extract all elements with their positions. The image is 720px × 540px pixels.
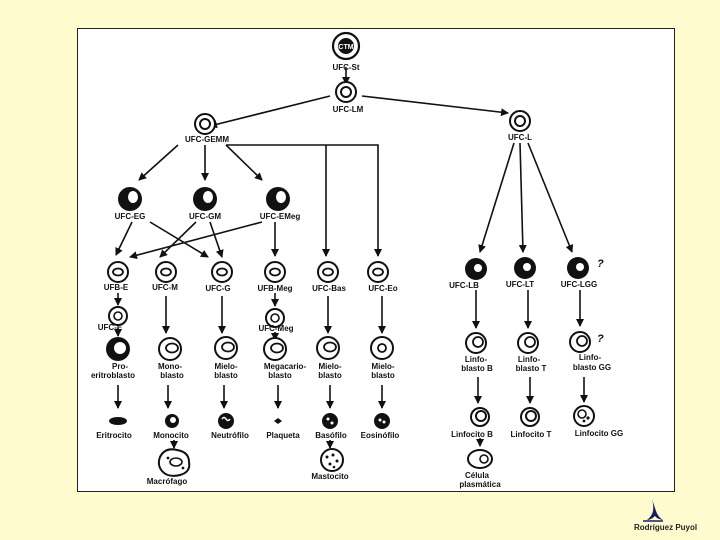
label-mieloblasto-3b: blasto xyxy=(371,371,395,380)
cell-ufc-bas xyxy=(317,261,339,283)
label-celula-plasmatica-2: plasmática xyxy=(459,480,501,489)
label-macrofago: Macrófago xyxy=(147,477,188,486)
label-ufb-e: UFB-E xyxy=(104,283,129,292)
label-plaqueta: Plaqueta xyxy=(266,431,300,440)
label-mieloblasto-2b: blasto xyxy=(318,371,342,380)
label-celula-plasmatica-1: Célula xyxy=(465,471,490,480)
label-linfoblasto-t-1: Linfo- xyxy=(518,355,541,364)
cell-monoblasto xyxy=(158,337,182,361)
label-mastocito: Mastocito xyxy=(311,472,348,481)
cell-mieloblasto-3 xyxy=(370,336,394,360)
label-ufc-g: UFC-G xyxy=(205,284,230,293)
cell-ufb-meg xyxy=(264,261,286,283)
label-linfoblasto-t-2: blasto T xyxy=(516,364,547,373)
label-neutrofilo: Neutrófilo xyxy=(211,431,249,440)
cell-ufc-eo xyxy=(367,261,389,283)
label-ufc-eg: UFC-EG xyxy=(115,212,146,221)
cell-mieloblasto-2 xyxy=(316,336,340,360)
cell-linfocito-t xyxy=(520,407,540,427)
label-linfoblasto-gg-1: Linfo- xyxy=(579,353,602,362)
label-mieloblasto-2a: Mielo- xyxy=(318,362,341,371)
question-mark-linfoblasto-gg: ? xyxy=(597,333,604,345)
cell-eosinofilo xyxy=(374,413,390,429)
label-ufc-lt: UFC-LT xyxy=(506,280,534,289)
cell-ufc-gemm xyxy=(194,113,216,135)
label-ctm: CTM xyxy=(338,44,353,51)
label-ufc-meg: UFC-Meg xyxy=(258,324,293,333)
label-linfocito-t: Linfocito T xyxy=(511,430,552,439)
cell-ufc-emeg xyxy=(266,187,290,211)
label-linfocito-gg: Linfocito GG xyxy=(575,429,623,438)
cell-linfoblasto-t xyxy=(517,332,539,354)
cell-ufc-l xyxy=(509,110,531,132)
cell-ufc-lm xyxy=(335,81,357,103)
cell-macrofago xyxy=(157,448,191,477)
cell-ufc-lgg xyxy=(567,257,589,279)
label-eosinofilo: Eosinófilo xyxy=(361,431,400,440)
cell-proeritroblasto xyxy=(106,337,130,361)
question-mark-ufc-lgg: ? xyxy=(597,258,604,270)
label-monoblasto-1: Mono- xyxy=(158,362,182,371)
cell-ufc-lt xyxy=(514,257,536,279)
label-megacarioblasto-2: blasto xyxy=(268,371,292,380)
cell-ctm xyxy=(331,31,361,61)
label-ufc-l: UFC-L xyxy=(508,133,532,142)
label-proeritroblasto-2: eritroblasto xyxy=(91,371,135,380)
cell-linfoblasto-gg xyxy=(569,331,591,353)
cell-ufc-gm xyxy=(193,187,217,211)
label-ufc-lgg: UFC-LGG xyxy=(561,280,597,289)
cell-plaqueta xyxy=(274,418,282,424)
label-basofilo: Basófilo xyxy=(315,431,347,440)
author-credit: Rodríguez Puyol xyxy=(634,523,698,532)
cell-eritrocito xyxy=(109,417,127,425)
label-linfoblasto-b-1: Linfo- xyxy=(465,355,488,364)
cell-labels: CTM UFC-St UFC-LM UFC-GEMM UFC-L UFC-EG … xyxy=(91,44,623,489)
label-linfoblasto-b-2: blasto B xyxy=(461,364,493,373)
label-mieloblasto-1a: Mielo- xyxy=(214,362,237,371)
cell-basofilo xyxy=(322,413,338,429)
cell-linfoblasto-b xyxy=(465,332,487,354)
label-monocito: Monocito xyxy=(153,431,189,440)
label-eritrocito: Eritrocito xyxy=(96,431,132,440)
cell-ufc-m xyxy=(155,261,177,283)
cell-neutrofilo xyxy=(218,413,234,429)
label-ufc-e: UFC-E xyxy=(98,323,123,332)
cell-mieloblasto-1 xyxy=(214,336,238,360)
label-ufc-lm: UFC-LM xyxy=(333,105,364,114)
cell-linfocito-b xyxy=(470,407,490,427)
cell-mastocito xyxy=(320,448,344,472)
label-ufc-emeg: UFC-EMeg xyxy=(260,212,301,221)
cell-linfocito-gg xyxy=(573,405,595,427)
cell-ufc-e xyxy=(108,306,128,326)
label-monoblasto-2: blasto xyxy=(160,371,184,380)
label-ufc-lb: UFC-LB xyxy=(449,281,479,290)
label-proeritroblasto-1: Pro- xyxy=(112,362,128,371)
cell-ufc-meg xyxy=(265,308,285,328)
label-ufc-st: UFC-St xyxy=(332,63,359,72)
label-megacarioblasto-1: Megacario- xyxy=(264,362,307,371)
label-ufc-gemm: UFC-GEMM xyxy=(185,135,229,144)
cell-ufc-eg xyxy=(118,187,142,211)
label-ufc-gm: UFC-GM xyxy=(189,212,221,221)
cell-ufb-e xyxy=(107,261,129,283)
label-linfocito-b: Linfocito B xyxy=(451,430,493,439)
cell-megacarioblasto xyxy=(263,337,287,361)
cell-monocito xyxy=(165,414,179,428)
connector-arrows xyxy=(114,67,588,449)
label-ufb-meg: UFB-Meg xyxy=(257,284,292,293)
cell-ufc-g xyxy=(211,261,233,283)
cell-ufc-lb xyxy=(465,258,487,280)
label-ufc-eo: UFC-Eo xyxy=(368,284,397,293)
cell-celula-plasmatica xyxy=(467,449,493,469)
label-linfoblasto-gg-2: blasto GG xyxy=(573,363,611,372)
label-mieloblasto-1b: blasto xyxy=(214,371,238,380)
author-logo-icon xyxy=(643,496,663,522)
label-ufc-m: UFC-M xyxy=(152,283,178,292)
label-mieloblasto-3a: Mielo- xyxy=(371,362,394,371)
label-ufc-bas: UFC-Bas xyxy=(312,284,346,293)
